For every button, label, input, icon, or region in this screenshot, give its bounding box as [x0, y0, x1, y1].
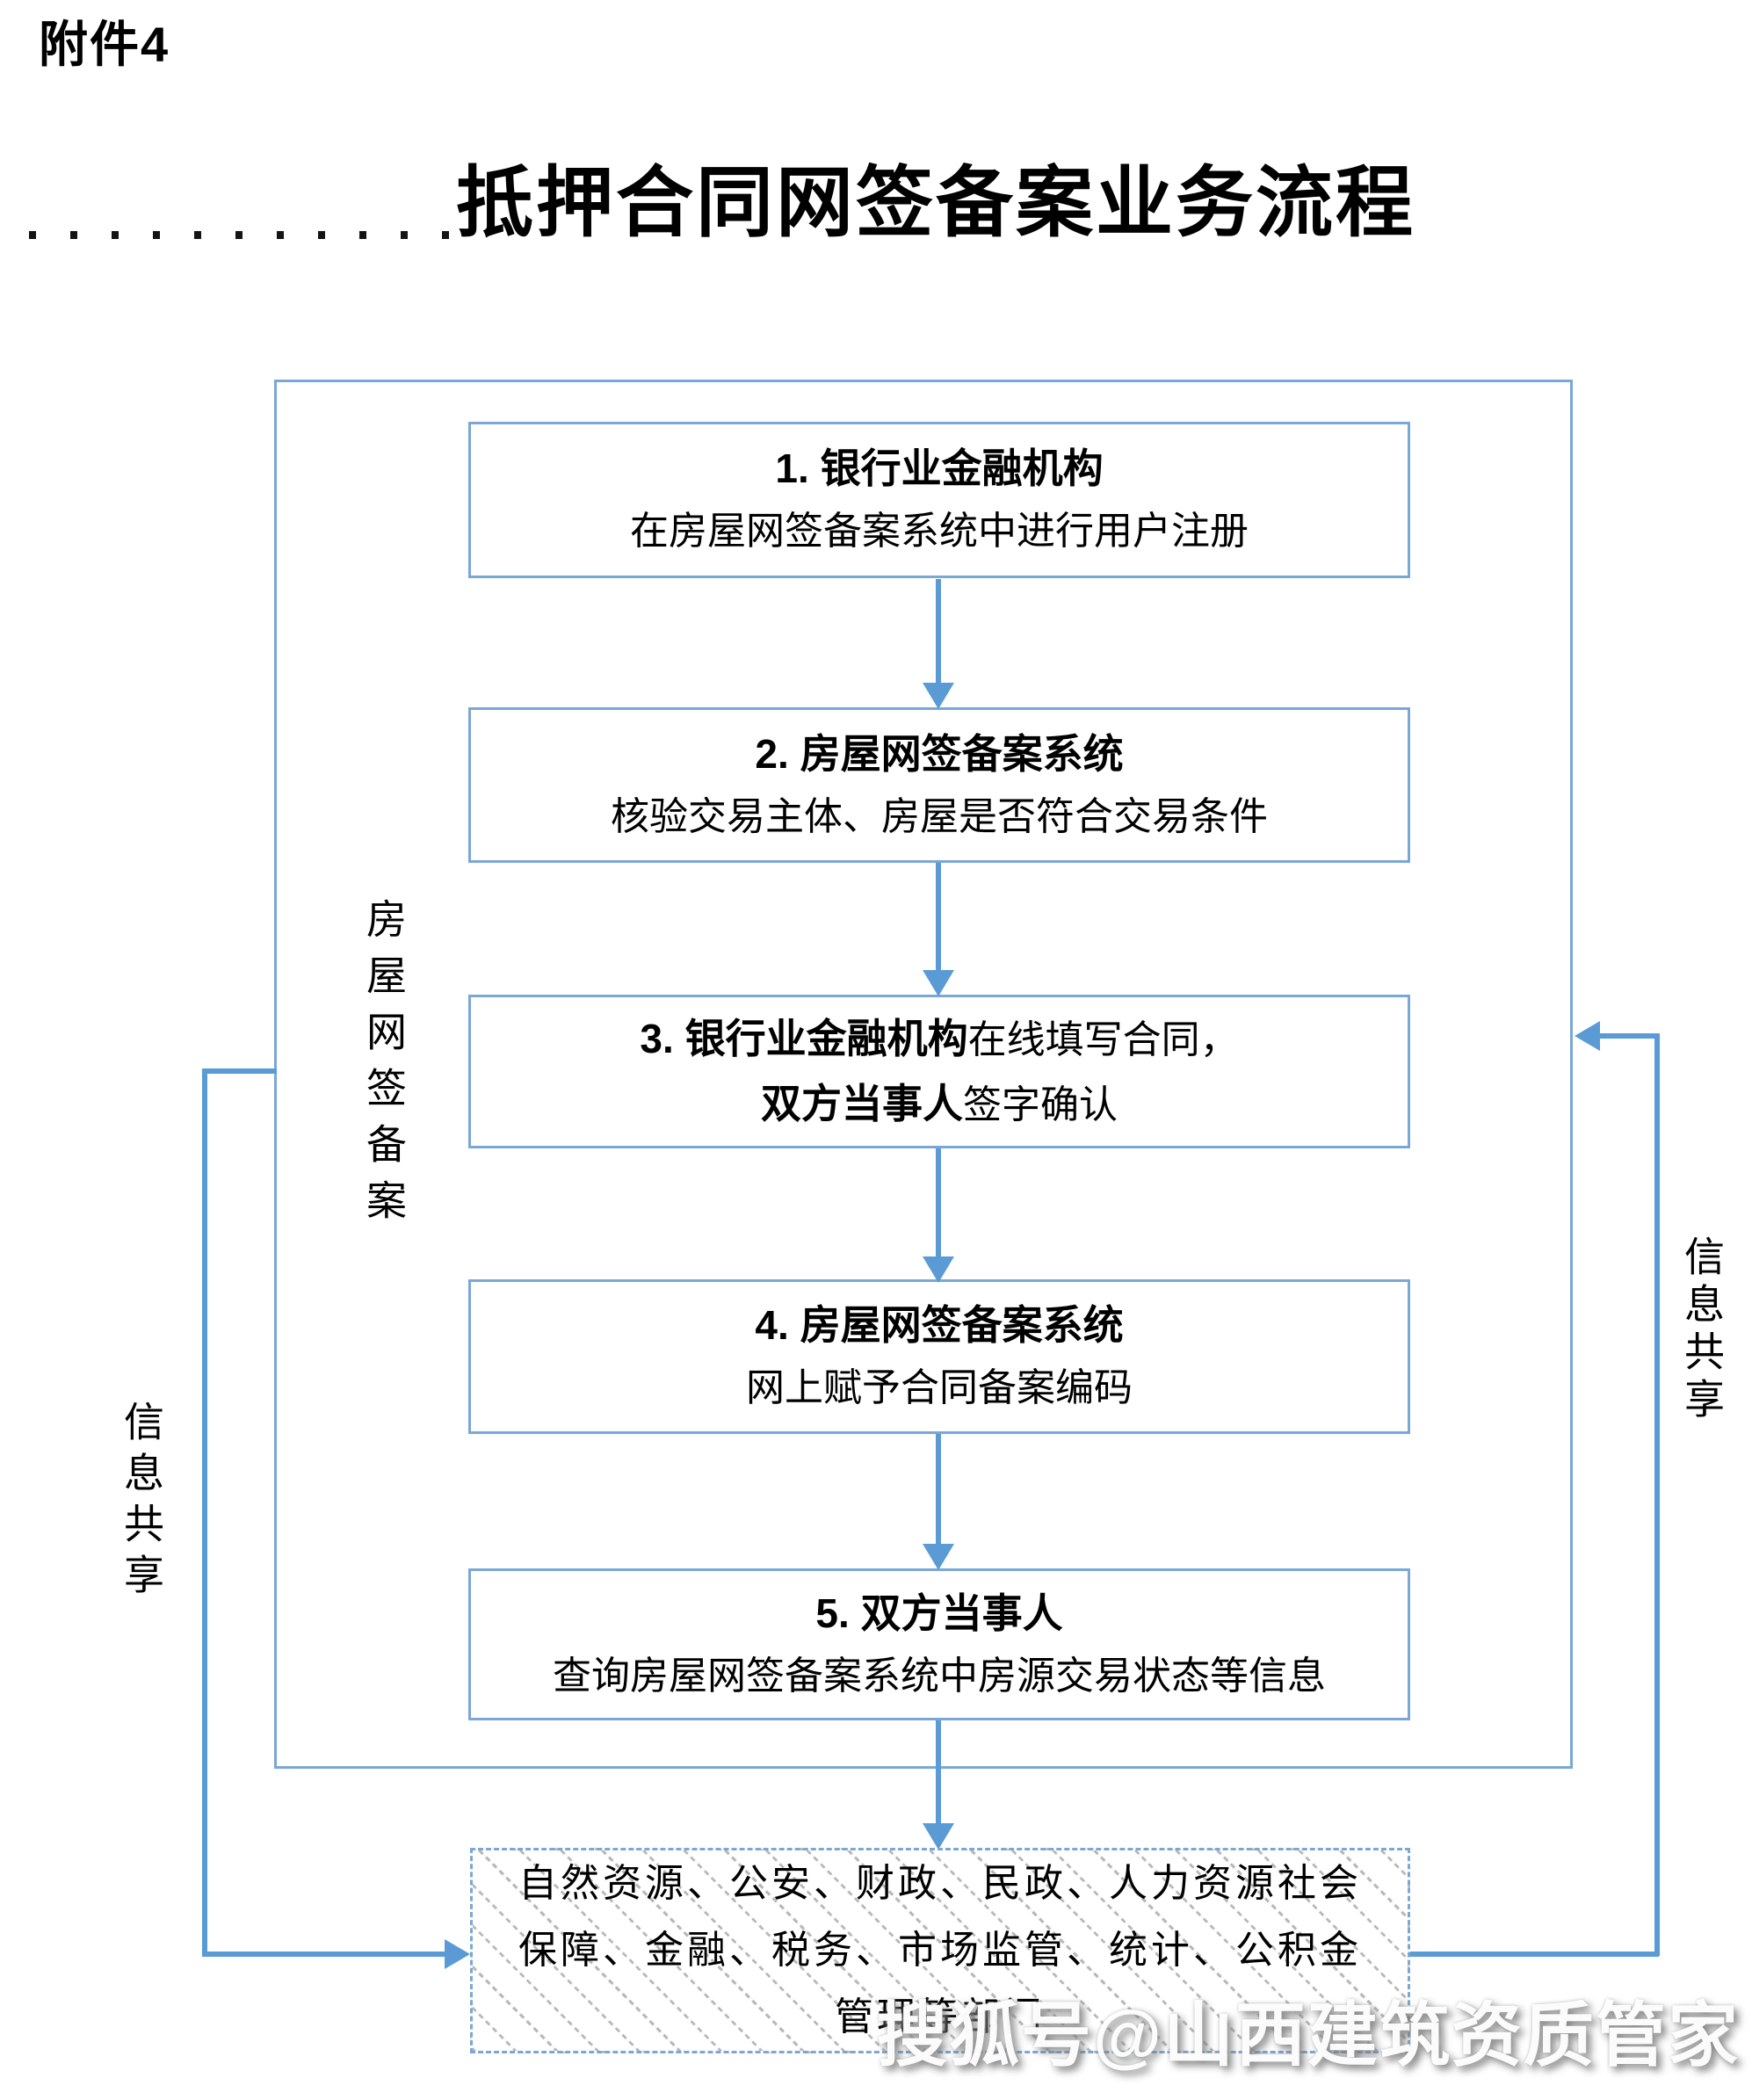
step-4-body: 网上赋予合同备案编码: [746, 1366, 1133, 1410]
info-share-right-bottom-segment: [1410, 1952, 1659, 1957]
step-3-line1: 3. 银行业金融机构在线填写合同，: [640, 1015, 1238, 1064]
step-3-line2: 双方当事人签字确认: [761, 1080, 1118, 1129]
arrow-2-3-head: [923, 970, 954, 996]
step-1-body: 在房屋网签备案系统中进行用户注册: [630, 510, 1249, 554]
step-1-title: 1. 银行业金融机构: [775, 445, 1104, 491]
step-box-1: 1. 银行业金融机构 在房屋网签备案系统中进行用户注册: [468, 422, 1410, 578]
step-box-3: 3. 银行业金融机构在线填写合同， 双方当事人签字确认: [468, 995, 1410, 1148]
watermark-text: 搜狐号@山西建筑资质管家: [877, 1996, 1741, 2075]
step-box-5: 5. 双方当事人 查询房屋网签备案系统中房源交易状态等信息: [468, 1568, 1410, 1720]
arrow-5-departments-line: [936, 1720, 941, 1823]
arrow-3-4-head: [923, 1256, 954, 1283]
attachment-label: 附件4: [39, 17, 170, 72]
info-share-right-top-segment: [1600, 1033, 1659, 1039]
departments-box: 自然资源、公安、财政、民政、人力资源社会 保障、金融、税务、市场监管、统计、公积…: [470, 1848, 1410, 2053]
label-info-share-left: 信息共享: [119, 1401, 164, 1604]
departments-line-1: 自然资源、公安、财政、民政、人力资源社会: [518, 1862, 1362, 1905]
step-3-line2-bold: 双方当事人: [761, 1080, 963, 1126]
step-3-line1-rest: 在线填写合同，: [967, 1017, 1239, 1061]
label-info-share-right: 信息共享: [1679, 1235, 1725, 1425]
arrow-4-5-line: [936, 1434, 941, 1544]
step-4-title: 4. 房屋网签备案系统: [755, 1302, 1124, 1348]
departments-line-3: 管理等部门: [835, 1995, 1046, 2038]
label-process-vertical: 房屋网签备案: [361, 898, 407, 1235]
step-5-title: 5. 双方当事人: [815, 1589, 1063, 1636]
step-box-4: 4. 房屋网签备案系统 网上赋予合同备案编码: [468, 1279, 1410, 1434]
page-title: 抵押合同网签备案业务流程: [455, 162, 1415, 247]
arrow-5-departments-head: [923, 1823, 954, 1850]
info-share-left-top-segment: [202, 1068, 277, 1074]
step-box-2: 2. 房屋网签备案系统 核验交易主体、房屋是否符合交易条件: [468, 707, 1410, 863]
process-boundary-rect: [274, 380, 1573, 1769]
arrow-4-5-head: [923, 1544, 954, 1570]
info-share-right-vertical-segment: [1654, 1033, 1660, 1956]
step-2-title: 2. 房屋网签备案系统: [755, 730, 1124, 777]
info-share-left-bottom-segment: [202, 1952, 446, 1957]
departments-line-2: 保障、金融、税务、市场监管、统计、公积金: [518, 1929, 1362, 1972]
step-3-line1-bold: 3. 银行业金融机构: [640, 1015, 968, 1061]
info-share-left-arrowhead: [445, 1939, 470, 1969]
arrow-1-2-line: [936, 579, 941, 683]
step-5-body: 查询房屋网签备案系统中房源交易状态等信息: [553, 1654, 1326, 1698]
arrow-2-3-line: [936, 863, 941, 970]
arrow-3-4-line: [936, 1148, 941, 1256]
info-share-left-vertical-segment: [202, 1068, 207, 1956]
arrow-1-2-head: [923, 683, 954, 709]
step-2-body: 核验交易主体、房屋是否符合交易条件: [611, 794, 1268, 838]
info-share-right-arrowhead: [1575, 1021, 1600, 1051]
step-3-line2-rest: 签字确认: [963, 1083, 1118, 1126]
dotted-leader-line: [29, 231, 451, 239]
